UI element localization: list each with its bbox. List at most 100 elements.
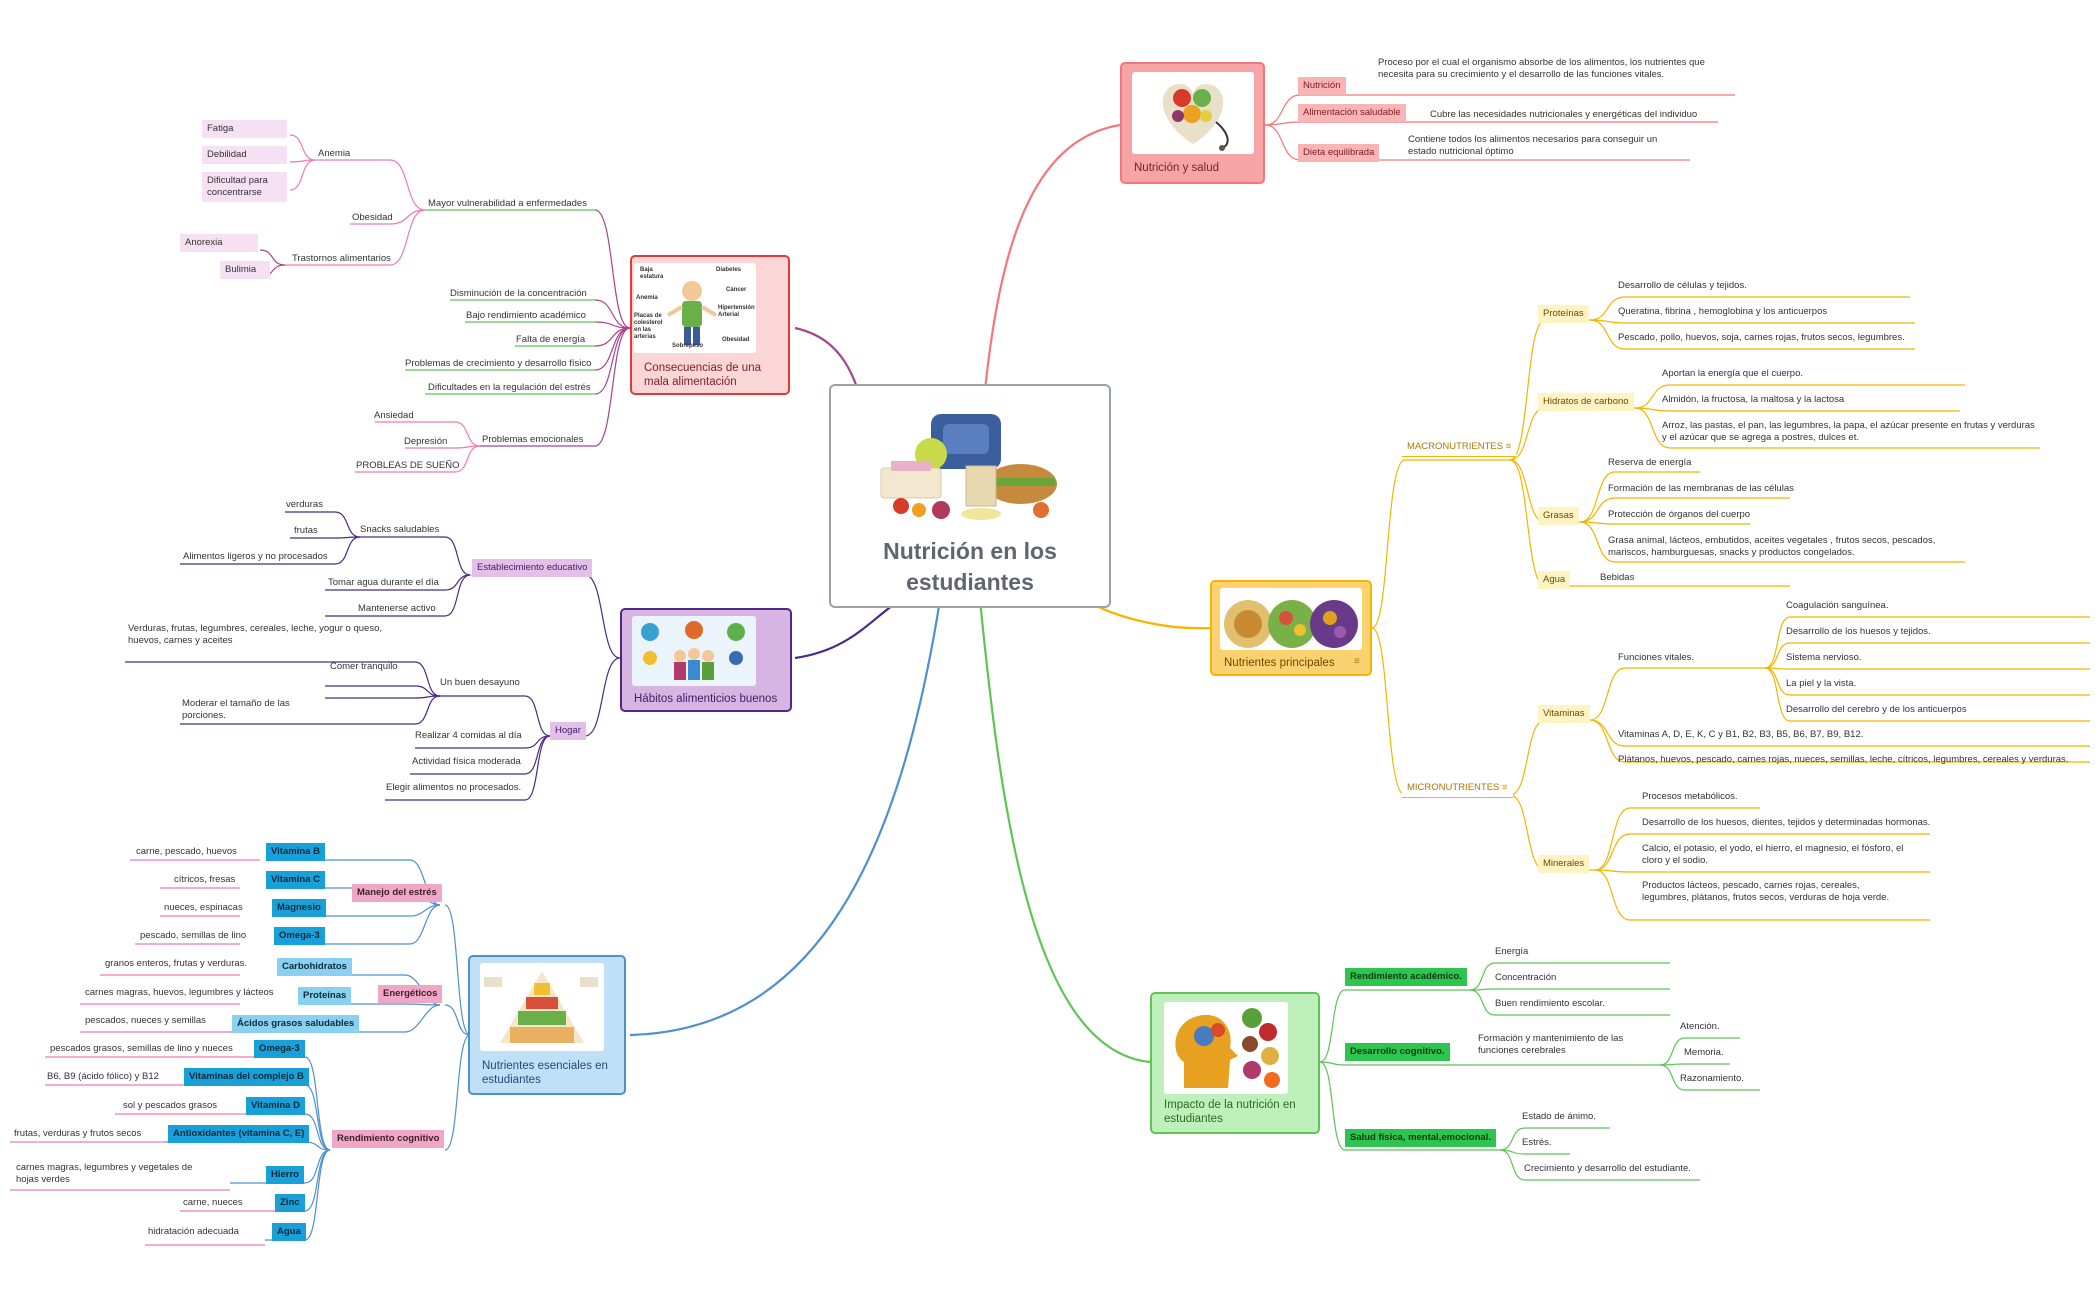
grasas-item: Formación de las membranas de las célula…: [1608, 483, 1794, 494]
trastornos-item[interactable]: Bulimia: [220, 261, 270, 279]
proteinas-item: Queratina, fibrina , hemoglobina y los a…: [1618, 306, 1828, 317]
label-rendimiento-academico[interactable]: Rendimiento académico.: [1345, 968, 1467, 986]
minerales-item: Procesos metabólicos.: [1642, 791, 1738, 802]
salud-item: Estado de ánimo.: [1522, 1111, 1596, 1122]
label-nutricion[interactable]: Nutrición: [1298, 77, 1346, 95]
salud-item: Estrés.: [1522, 1137, 1552, 1148]
nutrient-vitamina-c[interactable]: Vitamina C: [266, 871, 325, 889]
desayuno-item: Comer tranquilo: [330, 661, 398, 672]
agua-item: Bebidas: [1600, 572, 1635, 583]
nutrient-complejo-b[interactable]: Vitaminas del complejo B: [184, 1068, 309, 1086]
expand-icon[interactable]: ≡: [1505, 441, 1512, 452]
consecuencia-item: Dificultades en la regulación del estrés: [428, 382, 591, 393]
minerales-item: Calcio, el potasio, el yodo, el hierro, …: [1642, 843, 1904, 866]
label-micronutrientes[interactable]: MICRONUTRIENTES ≡: [1402, 779, 1513, 798]
image-label: Cáncer: [726, 287, 747, 293]
image-label: Placas de colesterol en las arterias: [634, 313, 663, 340]
hogar-item: Actividad física moderada: [412, 756, 521, 767]
heart-food-image: [1132, 72, 1254, 154]
label-hidratos[interactable]: Hidratos de carbono: [1538, 393, 1634, 411]
topic-title: Impacto de la nutrición en estudiantes: [1164, 1099, 1296, 1125]
funcion-item: Desarrollo de los huesos y tejidos.: [1786, 626, 1931, 637]
label-desarrollo-cognitivo[interactable]: Desarrollo cognitivo.: [1345, 1043, 1450, 1061]
image-label: Baja estatura: [640, 267, 664, 280]
label-alimentacion-saludable[interactable]: Alimentación saludable: [1298, 104, 1406, 122]
rendimiento-item: Energía: [1495, 946, 1529, 957]
nutrient-vitamina-d[interactable]: Vitamina D: [246, 1097, 305, 1115]
label-macronutrientes[interactable]: MACRONUTRIENTES ≡: [1402, 438, 1517, 457]
image-label: Hipertensión Arterial: [718, 305, 755, 318]
image-label: Obesidad: [722, 337, 750, 343]
salud-item: Crecimiento y desarrollo del estudiante.: [1524, 1163, 1691, 1174]
consecuencia-item: Disminución de la concentración: [450, 288, 587, 299]
nutrient-proteinas[interactable]: Proteínas: [298, 987, 352, 1005]
consecuencia-item: Falta de energía: [516, 334, 586, 345]
label-rendimiento-cognitivo[interactable]: Rendimiento cognitivo: [332, 1130, 445, 1148]
topic-title: Consecuencias de una mala alimentación: [644, 362, 761, 388]
nutrient-hierro[interactable]: Hierro: [266, 1166, 304, 1184]
label-manejo-estres[interactable]: Manejo del estrés: [352, 884, 442, 902]
topic-nutrientes-esenciales[interactable]: Nutrientes esenciales en estudiantes: [468, 955, 626, 1095]
central-title: Nutrición en los estudiantes: [883, 538, 1057, 595]
topic-nutricion-salud[interactable]: Nutrición y salud: [1120, 62, 1265, 184]
label-establecimiento[interactable]: Establecimiento educativo: [472, 559, 593, 577]
label-agua[interactable]: Agua: [1538, 571, 1571, 589]
nutrient-source: granos enteros, frutas y verduras.: [105, 958, 248, 969]
topic-nutrientes-principales[interactable]: Nutrientes principales ≡: [1210, 580, 1372, 676]
topic-consecuencias[interactable]: Baja estatura Diabetes Cáncer Anemia Hip…: [630, 255, 790, 395]
hogar-item: Realizar 4 comidas al día: [415, 730, 522, 741]
label-vitaminas[interactable]: Vitaminas: [1538, 705, 1590, 723]
vitaminas-item: Vitaminas A, D, E, K, C y B1, B2, B3, B5…: [1618, 729, 1864, 740]
nutrient-acidos-grasos[interactable]: Ácidos grasos saludables: [232, 1015, 360, 1033]
vitaminas-item: Plátanos, huevos, pescado, carnes rojas,…: [1618, 754, 2069, 765]
nutrient-zinc[interactable]: Zinc: [275, 1194, 305, 1212]
topic-title: Hábitos alimenticios buenos: [634, 693, 778, 705]
desarrollo-item: Memoria.: [1684, 1047, 1724, 1058]
nutrient-source: nueces, espinacas: [164, 902, 243, 913]
desc-alimentacion-saludable: Cubre las necesidades nutricionales y en…: [1430, 109, 1698, 120]
nutrient-source: pescados, nueces y semillas: [85, 1015, 206, 1026]
label-hogar[interactable]: Hogar: [550, 722, 586, 740]
nutrient-agua[interactable]: Agua: [272, 1223, 306, 1241]
nutrient-source: cítricos, fresas: [174, 874, 236, 885]
anemia-item[interactable]: Debilidad: [202, 146, 287, 164]
consecuencia-item: Bajo rendimiento académico: [466, 310, 586, 321]
trastornos-item[interactable]: Anorexia: [180, 234, 258, 252]
topic-habitos[interactable]: Hábitos alimenticios buenos: [620, 608, 792, 712]
nutrient-vitamina-b[interactable]: Vitamina B: [266, 843, 325, 861]
nutrient-magnesio[interactable]: Magnesio: [272, 899, 326, 917]
desarrollo-item: Atención.: [1680, 1021, 1720, 1032]
rendimiento-item: Buen rendimiento escolar.: [1495, 998, 1605, 1009]
notes-icon[interactable]: ≡: [1354, 656, 1360, 667]
nutrient-carbohidratos[interactable]: Carbohidratos: [277, 958, 352, 976]
nutrient-antioxidantes[interactable]: Antioxidantes (vitamina C, E): [168, 1125, 310, 1143]
topic-title: Nutrientes esenciales en estudiantes: [482, 1060, 608, 1086]
nutrient-source: carne, nueces: [183, 1197, 243, 1208]
central-topic[interactable]: Nutrición en los estudiantes: [829, 384, 1111, 608]
nutrient-source: frutas, verduras y frutos secos: [14, 1128, 142, 1139]
micronutrientes-text: MICRONUTRIENTES: [1407, 782, 1500, 793]
anemia-item[interactable]: Dificultad para concentrarse: [202, 172, 287, 202]
label-grasas[interactable]: Grasas: [1538, 507, 1579, 525]
anemia-item[interactable]: Fatiga: [202, 120, 287, 138]
nutrient-omega-3[interactable]: Omega-3: [274, 927, 325, 945]
hidratos-item: Arroz, las pastas, el pan, las legumbres…: [1662, 420, 2035, 443]
school-food-image: [871, 406, 1071, 526]
minerales-item: Productos lácteos, pescado, carnes rojas…: [1642, 880, 1890, 903]
topic-impacto[interactable]: Impacto de la nutrición en estudiantes: [1150, 992, 1320, 1134]
macronutrientes-text: MACRONUTRIENTES: [1407, 441, 1504, 452]
nutrient-source: carne, pescado, huevos: [136, 846, 237, 857]
label-salud-fisica[interactable]: Salud física, mental,emocional.: [1345, 1129, 1496, 1147]
label-minerales[interactable]: Minerales: [1538, 855, 1590, 873]
proteinas-item: Pescado, pollo, huevos, soja, carnes roj…: [1618, 332, 1905, 343]
expand-icon[interactable]: ≡: [1502, 782, 1508, 793]
hidratos-item: Aportan la energía que el cuerpo.: [1662, 368, 1804, 379]
label-proteinas[interactable]: Proteínas: [1538, 305, 1589, 323]
anemia-label: Anemia: [318, 148, 351, 159]
nutrient-source: sol y pescados grasos: [123, 1100, 217, 1111]
snacks-item: frutas: [294, 525, 318, 536]
label-dieta-equilibrada[interactable]: Dieta equilibrada: [1298, 144, 1380, 162]
nutrient-omega-3[interactable]: Omega-3: [254, 1040, 305, 1058]
label-energeticos[interactable]: Energéticos: [378, 985, 443, 1003]
